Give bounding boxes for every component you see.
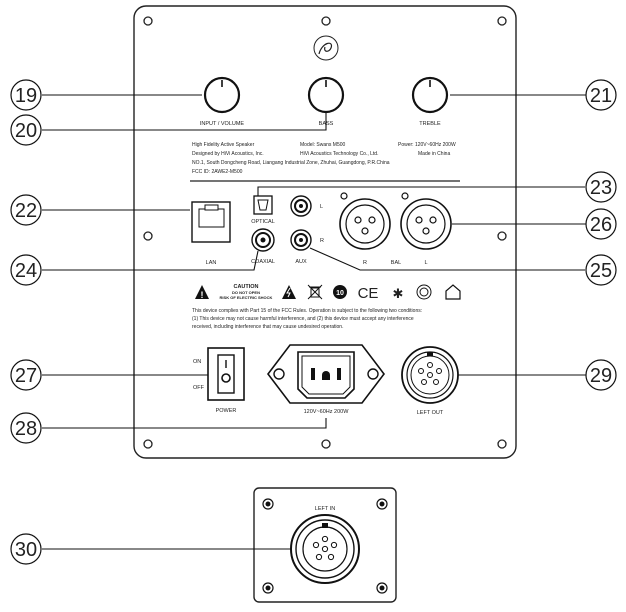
svg-text:30: 30 (15, 539, 37, 561)
bluetooth-icon: ✱ (393, 286, 404, 301)
ac-rating-label: 120V~60Hz 200W (304, 409, 350, 415)
svg-text:19: 19 (15, 85, 37, 107)
caution-line1: DO NOT OPEN (232, 290, 260, 295)
coaxial-label: COAXIAL (251, 259, 275, 265)
callout-23: 23 (585, 171, 617, 203)
input-volume-label: INPUT / VOLUME (200, 121, 245, 127)
callout-19: 19 (10, 79, 42, 111)
svg-text:!: ! (201, 290, 204, 300)
optical-label: OPTICAL (251, 219, 275, 225)
xlr-r-label: R (363, 260, 367, 266)
fcc-line-3: received, including interference that ma… (192, 324, 343, 330)
aux-l-port[interactable] (290, 195, 312, 217)
info-fcc-id: FCC ID: 2AWE2-M500 (192, 169, 243, 175)
leader-lines (42, 94, 586, 550)
aux-label: AUX (295, 259, 307, 265)
info-block: High Fidelity Active Speaker Model: Swan… (190, 142, 460, 182)
callout-24: 24 (10, 254, 42, 286)
rohs-10-icon: 10 (333, 285, 347, 299)
callout-26: 26 (585, 208, 617, 240)
rohs-text: 10 (336, 290, 344, 297)
svg-text:28: 28 (15, 418, 37, 440)
callout-27: 27 (10, 359, 42, 391)
bal-label: BAL (391, 260, 401, 266)
treble-label: TREBLE (419, 121, 441, 127)
callout-25: 25 (585, 254, 617, 286)
info-origin: Made in China (418, 151, 450, 157)
callout-21: 21 (585, 79, 617, 111)
ac-power-inlet[interactable] (266, 344, 386, 404)
lan-port[interactable] (191, 201, 231, 243)
optical-port[interactable] (253, 195, 273, 215)
left-in-panel-screws (262, 498, 388, 594)
switch-off-label: OFF (193, 385, 205, 391)
caution-title: CAUTION (233, 284, 258, 290)
info-address: NO.1, South Dongcheng Road, Liangang Ind… (192, 160, 390, 166)
svg-text:23: 23 (590, 177, 612, 199)
svg-text:27: 27 (15, 365, 37, 387)
callout-22: 22 (10, 194, 42, 226)
power-label: POWER (216, 408, 237, 414)
info-designer: Designed by HiVi Acoustics, Inc. (192, 151, 264, 157)
switch-on-label: ON (193, 359, 201, 365)
callout-20: 20 (10, 114, 42, 146)
aux-r-port[interactable] (290, 229, 312, 251)
ce-mark: CE (358, 285, 379, 302)
left-in-label: LEFT IN (315, 506, 335, 512)
svg-text:21: 21 (590, 85, 612, 107)
panel-screws (143, 16, 507, 449)
main-panel (133, 5, 517, 459)
caution-row: ! CAUTION DO NOT OPEN RISK OF ELECTRIC S… (195, 284, 461, 302)
info-product: High Fidelity Active Speaker (192, 142, 255, 148)
fcc-line-2: (1) This device may not cause harmful in… (192, 316, 414, 322)
power-switch[interactable] (207, 347, 245, 401)
info-power: Power: 120V~60Hz 200W (398, 142, 456, 148)
xlr-right-input[interactable] (339, 192, 391, 250)
warning-triangle-icon (195, 285, 209, 299)
left-in-connector[interactable] (290, 514, 360, 584)
swan-logo-icon (313, 35, 339, 61)
xlr-l-label: L (424, 260, 427, 266)
bass-knob[interactable] (307, 76, 345, 114)
svg-text:20: 20 (15, 120, 37, 142)
treble-knob[interactable] (411, 76, 449, 114)
input-volume-knob[interactable] (203, 76, 241, 114)
caution-line2: RISK OF ELECTRIC SHOCK (220, 295, 273, 300)
left-out-label: LEFT OUT (417, 410, 444, 416)
weee-bin-icon (307, 284, 323, 300)
aux-r-label: R (320, 238, 324, 244)
svg-text:24: 24 (15, 260, 37, 282)
info-model: Model: Swans M500 (300, 142, 346, 148)
lightning-warning-icon (282, 285, 296, 299)
callout-29: 29 (585, 359, 617, 391)
svg-text:26: 26 (590, 214, 612, 236)
xlr-left-input[interactable] (400, 192, 452, 250)
lan-label: LAN (206, 260, 217, 266)
svg-text:22: 22 (15, 200, 37, 222)
ccc-mark-icon (416, 284, 432, 300)
info-maker: HiVi Acoustics Technology Co., Ltd. (300, 151, 378, 157)
callout-30: 30 (10, 533, 42, 565)
indoor-use-icon (445, 284, 461, 300)
left-out-connector[interactable] (401, 346, 459, 404)
fcc-line-1: This device complies with Part 15 of the… (192, 308, 422, 314)
svg-text:25: 25 (590, 260, 612, 282)
svg-text:29: 29 (590, 365, 612, 387)
aux-l-label: L (320, 204, 323, 210)
coaxial-port[interactable] (251, 228, 275, 252)
callout-28: 28 (10, 412, 42, 444)
